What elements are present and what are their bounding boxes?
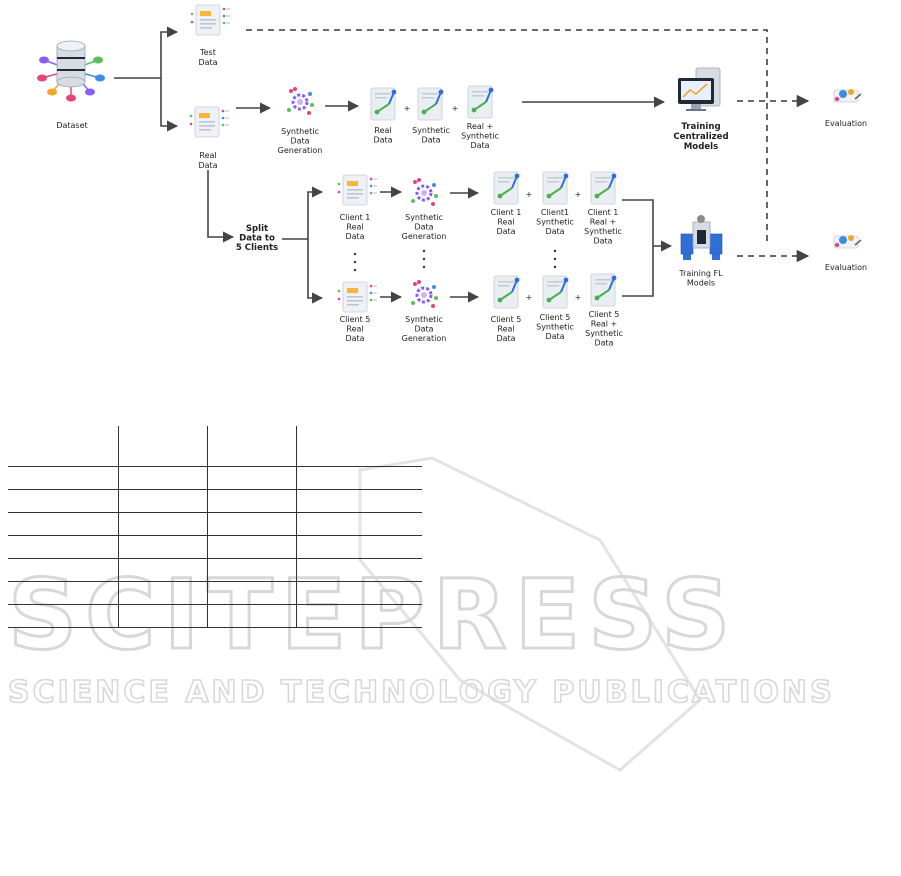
svg-text:Evaluation: Evaluation — [825, 119, 867, 128]
watermark-line2: SCIENCE AND TECHNOLOGY PUBLICATIONS — [8, 675, 835, 710]
generator-icon — [285, 85, 316, 117]
chart-icon — [370, 87, 398, 121]
document-icon — [190, 4, 231, 36]
table-row — [8, 558, 422, 582]
table-row — [8, 581, 422, 605]
results-table — [8, 426, 422, 628]
real-data-line1: Real — [199, 151, 216, 160]
test-data-line1: Test — [199, 48, 216, 57]
dataset-node: Dataset — [37, 40, 105, 130]
plus-sign: + — [452, 104, 459, 113]
chart-icon — [590, 273, 618, 307]
dataset-label: Dataset — [56, 121, 87, 130]
plus-sign: + — [404, 104, 411, 113]
chart-icon — [493, 275, 521, 309]
svg-text:Evaluation: Evaluation — [825, 263, 867, 272]
chart-icon — [542, 171, 570, 205]
chart-icon — [467, 85, 495, 119]
evaluation-top-node: Evaluation — [825, 88, 867, 128]
database-icon — [37, 40, 105, 102]
chart-icon — [417, 87, 445, 121]
gen-line3: Generation — [278, 146, 323, 155]
server-cluster-icon — [680, 215, 723, 260]
gen-line2: Data — [290, 137, 309, 146]
plus-sign: + — [575, 293, 582, 302]
real-data-line2: Data — [198, 161, 217, 170]
evaluation-icon — [833, 88, 862, 103]
computer-icon — [678, 67, 721, 111]
evaluation-bottom-node: Evaluation — [825, 234, 867, 272]
plus-sign: + — [575, 190, 582, 199]
table-row — [8, 489, 422, 513]
gen-line1: Synthetic — [281, 127, 319, 136]
test-data-line2: Data — [198, 58, 217, 67]
flow-connectors — [114, 26, 673, 304]
generator-icon — [409, 278, 440, 310]
table-header-row — [8, 426, 422, 467]
table-row — [8, 604, 422, 628]
chart-icon — [542, 275, 570, 309]
chart-icon — [590, 171, 618, 205]
ellipsis-dots — [353, 249, 557, 272]
plus-sign: + — [526, 293, 533, 302]
dashed-connectors — [246, 29, 810, 263]
generator-icon — [409, 176, 440, 208]
chart-icon — [493, 171, 521, 205]
table-row — [8, 535, 422, 559]
document-icon — [337, 281, 378, 313]
table-row — [8, 466, 422, 490]
plus-sign: + — [526, 190, 533, 199]
table-row — [8, 512, 422, 536]
document-icon — [337, 174, 378, 206]
document-icon — [189, 106, 230, 138]
evaluation-icon — [833, 234, 862, 249]
